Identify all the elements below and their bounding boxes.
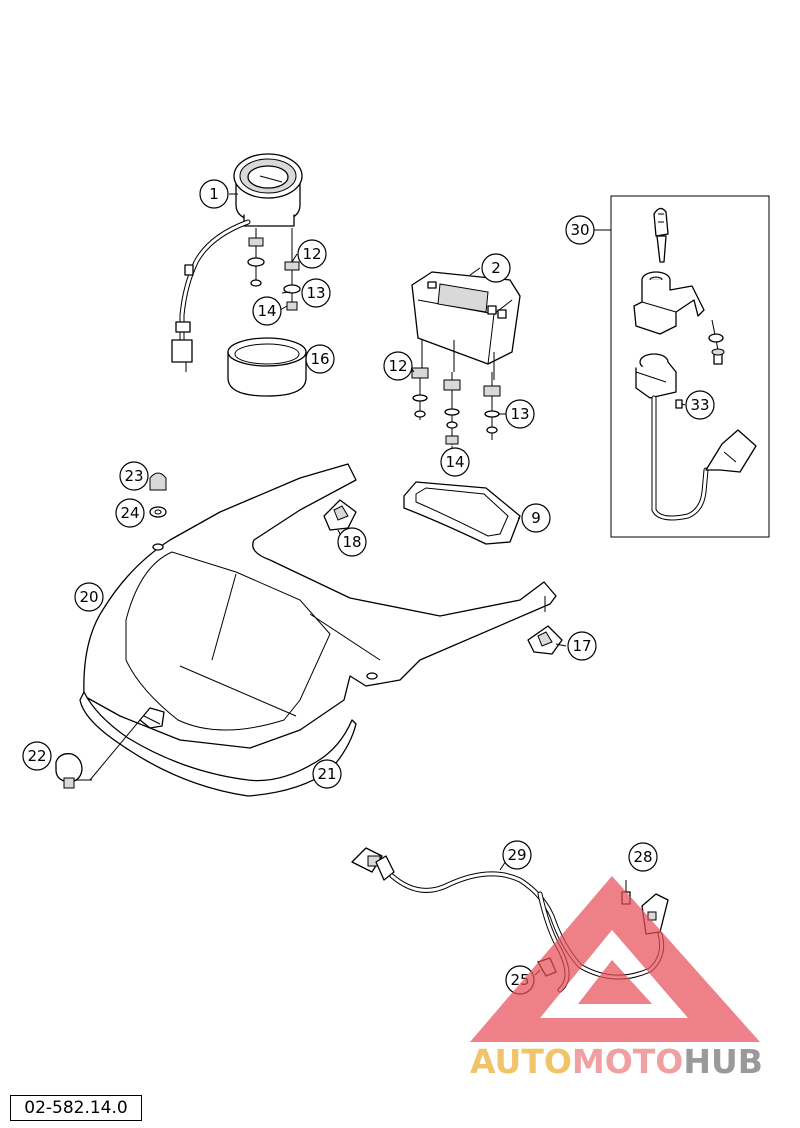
- callout-21: 21: [312, 759, 342, 789]
- callout-13b: 13: [505, 399, 535, 429]
- callout-label: 17: [572, 637, 591, 655]
- callout-label: 1: [209, 185, 219, 203]
- callout-18: 18: [337, 527, 367, 557]
- drawing-code-label: 02-582.14.0: [10, 1095, 142, 1121]
- callout-label: 18: [342, 533, 361, 551]
- mounting-hardware-1: [247, 228, 301, 311]
- headlight-mask: [83, 463, 557, 749]
- callout-2: 2: [481, 253, 511, 283]
- callout-14b: 14: [440, 447, 470, 477]
- callout-1: 1: [199, 179, 229, 209]
- callout-24: 24: [115, 498, 145, 528]
- callout-label: 21: [317, 765, 336, 783]
- digital-display: [411, 271, 521, 380]
- ignition-lock-box: [593, 195, 770, 538]
- lower-trim-strip: [79, 691, 357, 797]
- callout-label: 9: [531, 509, 541, 527]
- bracket-18: [323, 499, 357, 531]
- callout-33: 33: [685, 390, 715, 420]
- callout-13a: 13: [301, 278, 331, 308]
- callout-label: 12: [388, 357, 407, 375]
- watermark-part-moto: MOTO: [571, 1042, 684, 1081]
- callout-label: 28: [633, 848, 652, 866]
- callout-20: 20: [74, 582, 104, 612]
- callout-12b: 12: [383, 351, 413, 381]
- callout-28: 28: [628, 842, 658, 872]
- callout-17: 17: [567, 631, 597, 661]
- callout-label: 14: [445, 453, 464, 471]
- mounting-hardware-2: [411, 367, 501, 445]
- watermark-logo: [470, 876, 760, 1042]
- callout-label: 33: [690, 396, 709, 414]
- bracket-17: [527, 625, 563, 655]
- callout-30: 30: [565, 215, 595, 245]
- callout-9: 9: [521, 503, 551, 533]
- speedometer: [171, 153, 303, 372]
- callout-label: 30: [570, 221, 589, 239]
- callout-23: 23: [119, 461, 149, 491]
- callout-label: 23: [124, 467, 143, 485]
- callout-16: 16: [305, 344, 335, 374]
- rubber-ring: [227, 337, 307, 397]
- rubber-frame: [403, 481, 521, 545]
- emblem-plug: [55, 707, 165, 789]
- cap-nut-and-washer: [149, 472, 167, 518]
- callout-label: 13: [510, 405, 529, 423]
- callout-label: 16: [310, 350, 329, 368]
- callout-label: 22: [27, 747, 46, 765]
- callout-label: 20: [79, 588, 98, 606]
- callout-label: 14: [257, 302, 276, 320]
- callout-label: 24: [120, 504, 139, 522]
- callout-29: 29: [502, 840, 532, 870]
- watermark-part-hub: HUB: [683, 1042, 763, 1081]
- callout-label: 2: [491, 259, 501, 277]
- callout-12a: 12: [297, 239, 327, 269]
- callout-22: 22: [22, 741, 52, 771]
- callout-label: 13: [306, 284, 325, 302]
- callout-label: 12: [302, 245, 321, 263]
- callout-14a: 14: [252, 296, 282, 326]
- watermark-part-auto: AUTO: [470, 1042, 572, 1081]
- watermark-wordmark: AUTOMOTOHUB: [470, 1042, 763, 1081]
- callout-label: 29: [507, 846, 526, 864]
